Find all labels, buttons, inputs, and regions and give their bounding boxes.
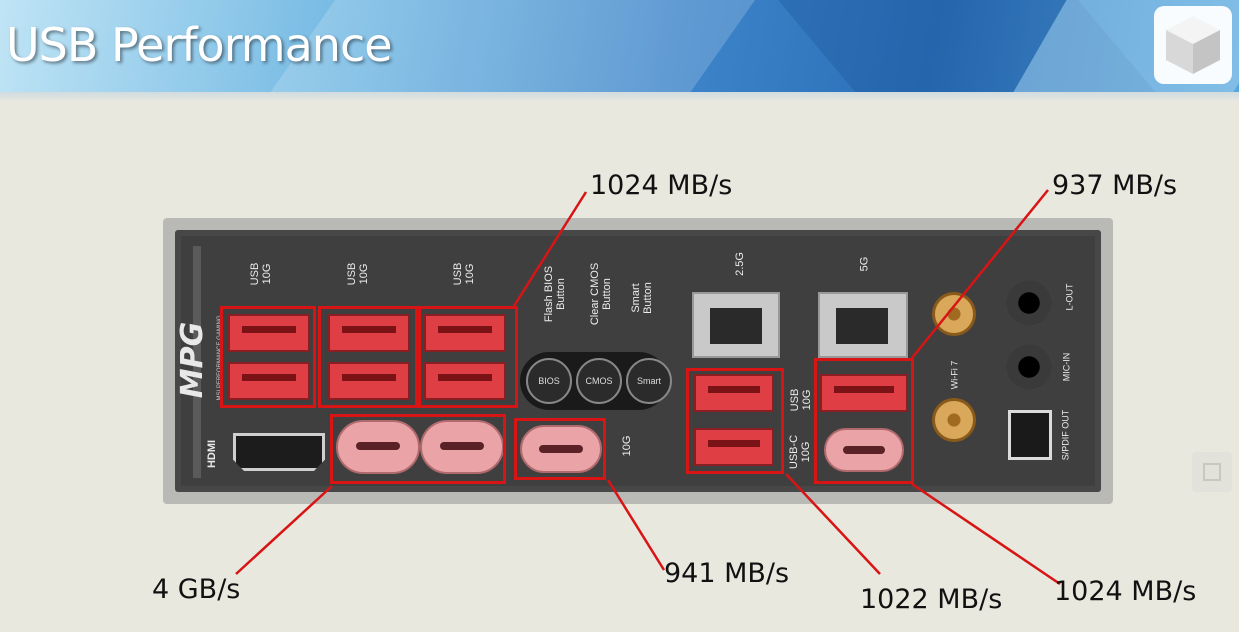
highlight-box xyxy=(220,306,316,408)
usb-a-port xyxy=(228,314,310,352)
hdmi-port xyxy=(233,433,325,471)
usb-a-port xyxy=(820,374,908,412)
usb-c-port xyxy=(336,420,420,474)
speed-callout: 937 MB/s xyxy=(1052,170,1178,201)
usb-a-port xyxy=(694,428,774,466)
usb-c-10g-label: USB-C 10G xyxy=(788,434,812,470)
l-out-label: L-OUT xyxy=(1064,283,1075,311)
spdif-label: S/PDIF OUT xyxy=(1060,409,1071,461)
cube-logo-icon xyxy=(1154,6,1232,84)
title-banner: USB Performance xyxy=(0,0,1239,92)
usb-c-port xyxy=(520,425,602,473)
usb-a-port xyxy=(228,362,310,400)
smart-button[interactable]: Smart xyxy=(626,358,672,404)
wifi-antenna-connector xyxy=(932,398,976,442)
banner-shadow xyxy=(0,92,1239,102)
highlight-box xyxy=(814,358,914,484)
speed-callout: 4 GB/s xyxy=(152,574,241,605)
wifi-label: Wi-Fi 7 xyxy=(949,360,960,390)
cmos-cap-text: CMOS xyxy=(585,376,613,386)
lan-5g-port xyxy=(818,292,908,358)
usb-10g-label: USB 10G xyxy=(249,262,273,286)
highlight-box xyxy=(686,368,784,474)
mic-in-label: MIC-IN xyxy=(1061,352,1072,382)
speed-callout: 1024 MB/s xyxy=(590,170,733,201)
highlight-box xyxy=(330,414,506,484)
flash-bios-label: Flash BIOS Button xyxy=(543,265,567,323)
page-title: USB Performance xyxy=(6,18,393,72)
flash-bios-button[interactable]: BIOS xyxy=(526,358,572,404)
lan-2-5g-port xyxy=(692,292,780,358)
highlight-box xyxy=(514,418,606,480)
usb-c-10g-label: 10G xyxy=(621,435,633,457)
speed-callout: 1024 MB/s xyxy=(1054,576,1197,607)
usb-10g-label: USB 10G xyxy=(789,388,813,412)
expand-icon[interactable] xyxy=(1192,452,1232,492)
audio-jack xyxy=(1006,344,1052,390)
usb-10g-label: USB 10G xyxy=(452,262,476,286)
highlight-box xyxy=(318,306,418,408)
wifi-antenna-connector xyxy=(932,292,976,336)
lan-2-5g-label: 2.5G xyxy=(733,252,746,276)
hdmi-label: HDMI xyxy=(206,439,219,469)
brand-logo: MPG xyxy=(175,321,210,399)
lan-5g-label: 5G xyxy=(858,256,871,272)
usb-c-port xyxy=(824,428,904,472)
usb-a-port xyxy=(424,362,506,400)
speed-callout: 941 MB/s xyxy=(664,558,790,589)
usb-c-port xyxy=(420,420,504,474)
usb-a-port xyxy=(424,314,506,352)
speed-callout: 1022 MB/s xyxy=(860,584,1003,615)
bios-cap-text: BIOS xyxy=(538,376,560,386)
usb-10g-label: USB 10G xyxy=(346,262,370,286)
highlight-box xyxy=(418,306,518,408)
spdif-port xyxy=(1008,410,1052,460)
usb-a-port xyxy=(328,362,410,400)
usb-a-port xyxy=(694,374,774,412)
usb-a-port xyxy=(328,314,410,352)
clear-cmos-label: Clear CMOS Button xyxy=(589,262,613,326)
smart-cap-text: Smart xyxy=(636,376,661,386)
smart-button-label: Smart Button xyxy=(630,282,654,314)
audio-jack xyxy=(1006,280,1052,326)
clear-cmos-button[interactable]: CMOS xyxy=(576,358,622,404)
